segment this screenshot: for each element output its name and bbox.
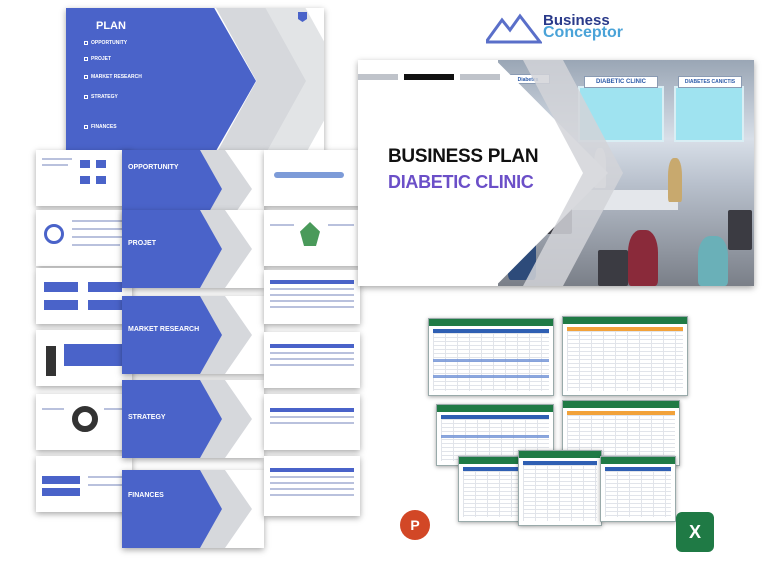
slide-thumb [36, 394, 132, 450]
patient-figure [698, 236, 728, 286]
slide-thumb [264, 270, 360, 324]
cover-title: BUSINESS PLAN [388, 146, 539, 167]
section-slide-projet: PROJET [122, 210, 264, 288]
slide-thumb [264, 332, 360, 388]
checkbox-icon [84, 41, 88, 45]
mountain-logo-icon [486, 13, 542, 44]
powerpoint-icon: P [400, 510, 430, 540]
checkbox-icon [84, 75, 88, 79]
spreadsheet-preview [518, 450, 602, 526]
slide-thumb [36, 456, 132, 512]
patient-figure [668, 158, 682, 202]
slide-thumb [264, 150, 360, 206]
slide-thumb [36, 268, 132, 324]
plan-item-opportunity: OPPORTUNITY [84, 40, 127, 46]
spreadsheet-preview [562, 316, 688, 396]
plan-item-projet: PROJET [84, 56, 111, 62]
slide-thumb [264, 394, 360, 450]
logo-word-business: Business [543, 12, 610, 29]
checkbox-icon [84, 95, 88, 99]
slide-thumb [36, 330, 132, 386]
patient-figure [628, 230, 658, 286]
logo-word-conceptor: Conceptor [543, 24, 623, 41]
section-slide-finances: FINANCES [122, 470, 264, 548]
plan-title: PLAN [96, 20, 126, 32]
plan-item-finances: FINANCES [84, 124, 117, 130]
plan-item-strategy: STRATEGY [84, 94, 118, 100]
blue-chevron [66, 8, 256, 154]
cover-subtitle: DIABETIC CLINIC [388, 172, 534, 192]
slide-thumb [36, 210, 132, 266]
checkbox-icon [84, 125, 88, 129]
plan-item-market-research: MARKET RESEARCH [84, 74, 142, 80]
plan-slide: PLAN OPPORTUNITY PROJET MARKET RESEARCH … [66, 8, 324, 154]
section-slide-strategy: STRATEGY [122, 380, 264, 458]
shield-logo-icon [298, 12, 307, 22]
cover-slide: DIABETIC CLINIC DIABETES CANICTIS Diabet… [358, 60, 754, 286]
spreadsheet-preview [600, 456, 676, 522]
slide-thumb [264, 456, 360, 516]
spreadsheet-preview [428, 318, 554, 396]
excel-icon: X [676, 512, 714, 552]
chair [728, 210, 752, 250]
section-slide-market-research: MARKET RESEARCH [122, 296, 264, 374]
clinic-sign: DIABETIC CLINIC [584, 76, 658, 88]
slide-thumb [264, 210, 360, 266]
clinic-sign: DIABETES CANICTIS [678, 76, 742, 88]
chair [598, 250, 628, 286]
poster [674, 86, 744, 142]
checkbox-icon [84, 57, 88, 61]
slide-thumb [36, 150, 132, 206]
